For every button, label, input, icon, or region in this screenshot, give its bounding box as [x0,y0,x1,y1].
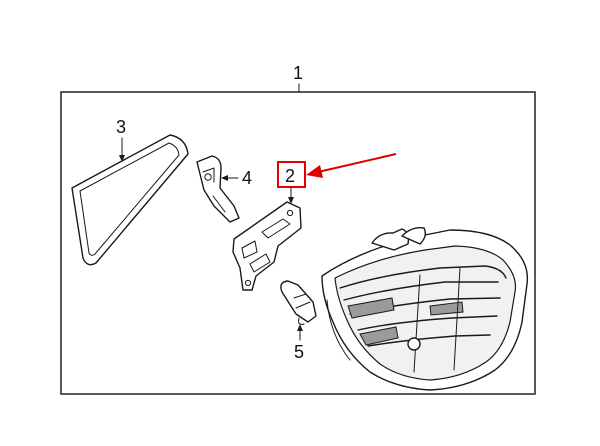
highlight-arrow-shaft [317,153,397,173]
callout-5-arrowhead [297,324,303,331]
callout-2: 2 [285,166,295,186]
reinforcement-plate-part [232,201,302,291]
callout-4: 4 [242,168,252,188]
callout-4-arrowhead [221,175,228,181]
highlight-arrow-head [306,165,323,178]
bulb-part [280,280,317,325]
lens-panel-part [71,134,189,266]
tail-lamp-housing-part [321,226,529,391]
callout-1: 1 [293,63,303,83]
assembly-frame [60,91,536,395]
bracket-part [196,155,240,223]
callout-2-highlight-box [277,161,306,188]
callout-3: 3 [116,117,126,137]
callout-5: 5 [294,342,304,362]
callout-2-arrowhead [288,197,294,204]
callout-3-arrowhead [119,155,125,162]
